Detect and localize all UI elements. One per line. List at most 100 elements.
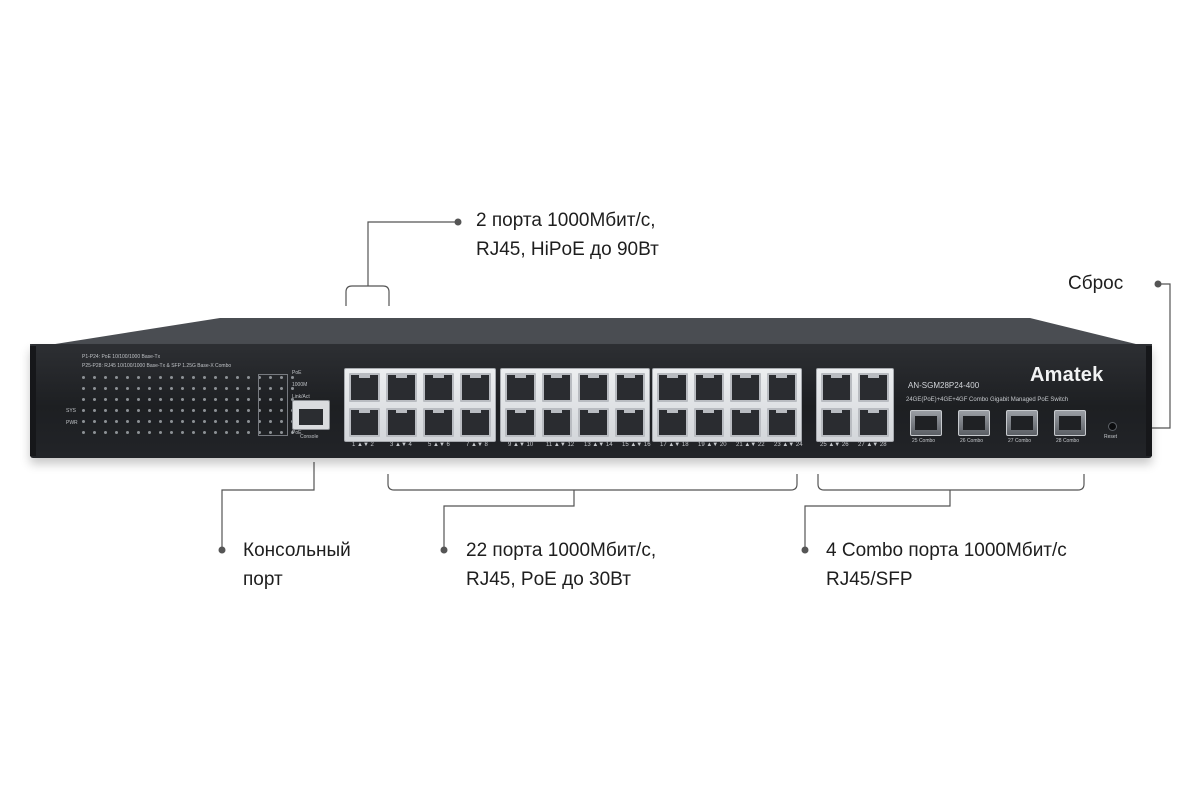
status-led xyxy=(236,376,239,379)
callout-reset-line1: Сброс xyxy=(1068,273,1124,294)
rj45-port[interactable] xyxy=(578,408,609,437)
rj45-port[interactable] xyxy=(423,373,454,402)
callout-console-line1: Консольный xyxy=(243,540,351,561)
status-led xyxy=(181,420,184,423)
status-led xyxy=(247,387,250,390)
rj45-port[interactable] xyxy=(858,408,889,437)
status-led xyxy=(82,387,85,390)
rj45-port[interactable] xyxy=(821,373,852,402)
rj45-port[interactable] xyxy=(657,408,688,437)
port-number-label: 23 ▲▼ 24 xyxy=(774,442,803,448)
status-led xyxy=(82,398,85,401)
status-led xyxy=(225,376,228,379)
status-led xyxy=(225,398,228,401)
rj45-port[interactable] xyxy=(614,408,645,437)
rack-ear-left xyxy=(30,346,36,456)
status-led xyxy=(258,420,261,423)
status-led xyxy=(137,376,140,379)
status-led xyxy=(82,420,85,423)
status-led xyxy=(82,409,85,412)
status-led xyxy=(258,376,261,379)
status-led xyxy=(170,387,173,390)
port-number-label: 13 ▲▼ 14 xyxy=(584,442,613,448)
status-led xyxy=(214,376,217,379)
rj45-port[interactable] xyxy=(541,373,572,402)
sfp-label: 27 Combo xyxy=(1008,438,1032,444)
rj45-port[interactable] xyxy=(386,373,417,402)
rj45-port[interactable] xyxy=(693,408,724,437)
reset-button[interactable] xyxy=(1108,422,1117,431)
status-led xyxy=(148,420,151,423)
rj45-port[interactable] xyxy=(614,373,645,402)
callout-combo-line1: 4 Combo порта 1000Мбит/с xyxy=(826,540,1067,561)
status-led xyxy=(159,420,162,423)
rj45-port[interactable] xyxy=(349,408,380,437)
status-led xyxy=(258,398,261,401)
led-header-2: P25-P28: RJ45 10/100/1000 Base-Tx & SFP … xyxy=(82,363,232,369)
port-number-label: 17 ▲▼ 18 xyxy=(660,442,689,448)
rj45-port[interactable] xyxy=(460,408,491,437)
status-led xyxy=(258,387,261,390)
sfp-slot[interactable] xyxy=(1006,410,1038,436)
rj45-port[interactable] xyxy=(730,373,761,402)
status-led xyxy=(291,431,294,434)
rj45-port[interactable] xyxy=(766,373,797,402)
sfp-slot[interactable] xyxy=(958,410,990,436)
rj45-port[interactable] xyxy=(423,408,454,437)
status-led xyxy=(93,387,96,390)
sfp-label: 25 Combo xyxy=(912,438,936,444)
status-led xyxy=(181,409,184,412)
combo-leader xyxy=(804,490,951,550)
rj45-port[interactable] xyxy=(460,373,491,402)
status-led xyxy=(104,420,107,423)
status-led xyxy=(269,420,272,423)
rj45-port[interactable] xyxy=(693,373,724,402)
status-led xyxy=(225,409,228,412)
rj45-port[interactable] xyxy=(858,373,889,402)
status-led xyxy=(247,398,250,401)
status-led xyxy=(280,387,283,390)
callout-hipoe-line1: 2 порта 1000Мбит/с, xyxy=(476,210,656,231)
rj45-port[interactable] xyxy=(505,373,536,402)
status-led xyxy=(192,431,195,434)
status-led xyxy=(137,398,140,401)
model-number: AN-SGM28P24-400 xyxy=(908,381,980,390)
status-led xyxy=(280,376,283,379)
rj45-port[interactable] xyxy=(730,408,761,437)
console-port[interactable] xyxy=(292,400,330,430)
console-dot xyxy=(218,546,226,554)
status-led xyxy=(225,420,228,423)
rj45-port[interactable] xyxy=(578,373,609,402)
reset-label: Reset xyxy=(1104,434,1118,440)
status-led xyxy=(115,398,118,401)
hipoe-bracket xyxy=(345,285,390,306)
sfp-slot[interactable] xyxy=(910,410,942,436)
rj45-port[interactable] xyxy=(766,408,797,437)
rj45-port[interactable] xyxy=(821,408,852,437)
status-led xyxy=(269,409,272,412)
callout-console-line2: порт xyxy=(243,569,283,590)
status-led xyxy=(82,376,85,379)
status-led xyxy=(225,387,228,390)
led-matrix xyxy=(82,376,294,442)
status-led xyxy=(258,431,261,434)
rj45-port[interactable] xyxy=(386,408,417,437)
status-led xyxy=(280,420,283,423)
sfp-slot[interactable] xyxy=(1054,410,1086,436)
status-led xyxy=(115,431,118,434)
rj45-port[interactable] xyxy=(541,408,572,437)
status-led xyxy=(104,398,107,401)
console-leader xyxy=(221,462,315,550)
rj45-port[interactable] xyxy=(349,373,380,402)
status-led xyxy=(137,431,140,434)
combo-bracket xyxy=(817,474,1085,491)
status-led xyxy=(203,387,206,390)
status-led xyxy=(159,387,162,390)
status-led xyxy=(159,376,162,379)
status-led xyxy=(236,420,239,423)
status-led xyxy=(93,376,96,379)
rj45-port[interactable] xyxy=(657,373,688,402)
status-led xyxy=(126,420,129,423)
rj45-port[interactable] xyxy=(505,408,536,437)
